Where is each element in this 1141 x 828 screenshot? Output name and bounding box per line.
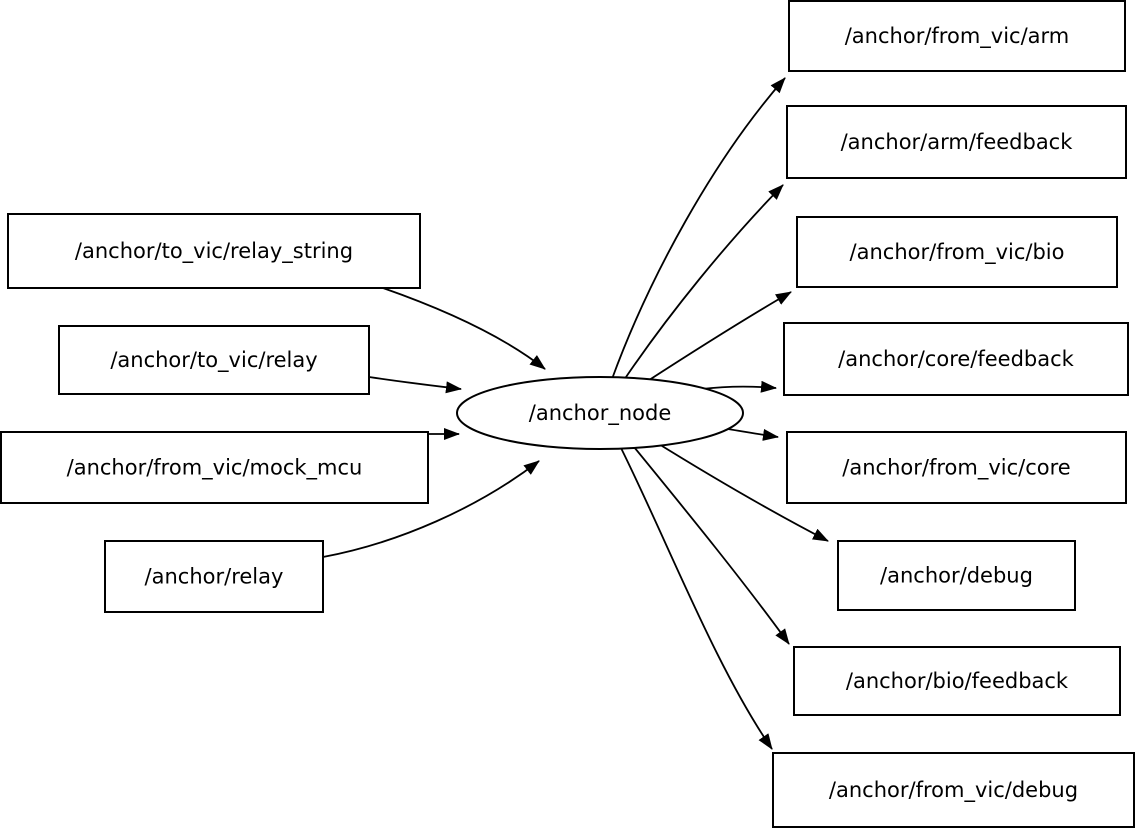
topic-box bbox=[783, 322, 1129, 396]
node-anchor-node: /anchor_node bbox=[456, 376, 744, 450]
topic-node-anchor-bio-feedback: /anchor/bio/feedback bbox=[793, 646, 1121, 716]
topic-label: /anchor/bio/feedback bbox=[846, 669, 1069, 693]
topic-label: /anchor/to_vic/relay bbox=[110, 348, 317, 373]
topic-node-anchor-core-feedback: /anchor/core/feedback bbox=[783, 322, 1129, 396]
topic-label: /anchor/relay bbox=[145, 565, 284, 589]
edge-anchor-to-vic-relay-to-anchor-node bbox=[368, 376, 462, 394]
node-ellipse bbox=[456, 376, 744, 450]
topic-label: /anchor/from_vic/core bbox=[842, 456, 1070, 481]
topic-label: /anchor_node bbox=[529, 401, 672, 426]
edge-anchor-node-to-anchor-from-vic-bio bbox=[642, 291, 792, 385]
topic-node-anchor-from-vic-core: /anchor/from_vic/core bbox=[786, 431, 1127, 504]
topic-box bbox=[796, 216, 1118, 288]
topic-box bbox=[786, 105, 1127, 179]
topic-label: /anchor/from_vic/arm bbox=[845, 24, 1070, 49]
topic-box bbox=[788, 0, 1126, 72]
topic-box bbox=[58, 325, 370, 395]
topic-box bbox=[793, 646, 1121, 716]
topic-node-anchor-debug: /anchor/debug bbox=[837, 540, 1076, 611]
topic-node-anchor-from-vic-arm: /anchor/from_vic/arm bbox=[788, 0, 1126, 72]
topic-box bbox=[7, 213, 421, 289]
topic-label: /anchor/debug bbox=[880, 564, 1033, 588]
edge-anchor-node-to-anchor-bio-feedback bbox=[633, 446, 790, 645]
topic-node-anchor-from-vic-bio: /anchor/from_vic/bio bbox=[796, 216, 1118, 288]
topic-node-anchor-to-vic-relay: /anchor/to_vic/relay bbox=[58, 325, 370, 395]
topic-node-anchor-from-vic-mock-mcu: /anchor/from_vic/mock_mcu bbox=[0, 431, 429, 504]
topic-label: /anchor/core/feedback bbox=[838, 347, 1075, 371]
edges-layer bbox=[322, 77, 829, 750]
topic-node-anchor-to-vic-relay-string: /anchor/to_vic/relay_string bbox=[7, 213, 421, 289]
topic-label: /anchor/from_vic/mock_mcu bbox=[67, 456, 363, 481]
topic-box bbox=[786, 431, 1127, 504]
topic-label: /anchor/from_vic/bio bbox=[850, 240, 1065, 265]
edge-anchor-to-vic-relay-string-to-anchor-node bbox=[382, 287, 546, 370]
topic-box bbox=[0, 431, 429, 504]
topic-label: /anchor/from_vic/debug bbox=[829, 778, 1078, 803]
edge-anchor-node-to-anchor-from-vic-debug bbox=[620, 447, 773, 750]
topic-node-anchor-relay: /anchor/relay bbox=[104, 540, 324, 613]
edge-anchor-node-to-anchor-debug bbox=[653, 440, 829, 542]
topic-node-anchor-arm-feedback: /anchor/arm/feedback bbox=[786, 105, 1127, 179]
topic-box bbox=[837, 540, 1076, 611]
topic-box bbox=[772, 752, 1135, 828]
topic-label: /anchor/to_vic/relay_string bbox=[75, 239, 353, 264]
edge-anchor-relay-to-anchor-node bbox=[322, 460, 540, 558]
topic-node-anchor-from-vic-debug: /anchor/from_vic/debug bbox=[772, 752, 1135, 828]
edge-anchor-node-to-anchor-from-vic-arm bbox=[611, 77, 786, 380]
edge-anchor-node-to-anchor-arm-feedback bbox=[623, 184, 784, 381]
topic-label: /anchor/arm/feedback bbox=[841, 130, 1074, 154]
edge-anchor-node-to-anchor-core-feedback bbox=[701, 380, 777, 393]
topic-box bbox=[104, 540, 324, 613]
